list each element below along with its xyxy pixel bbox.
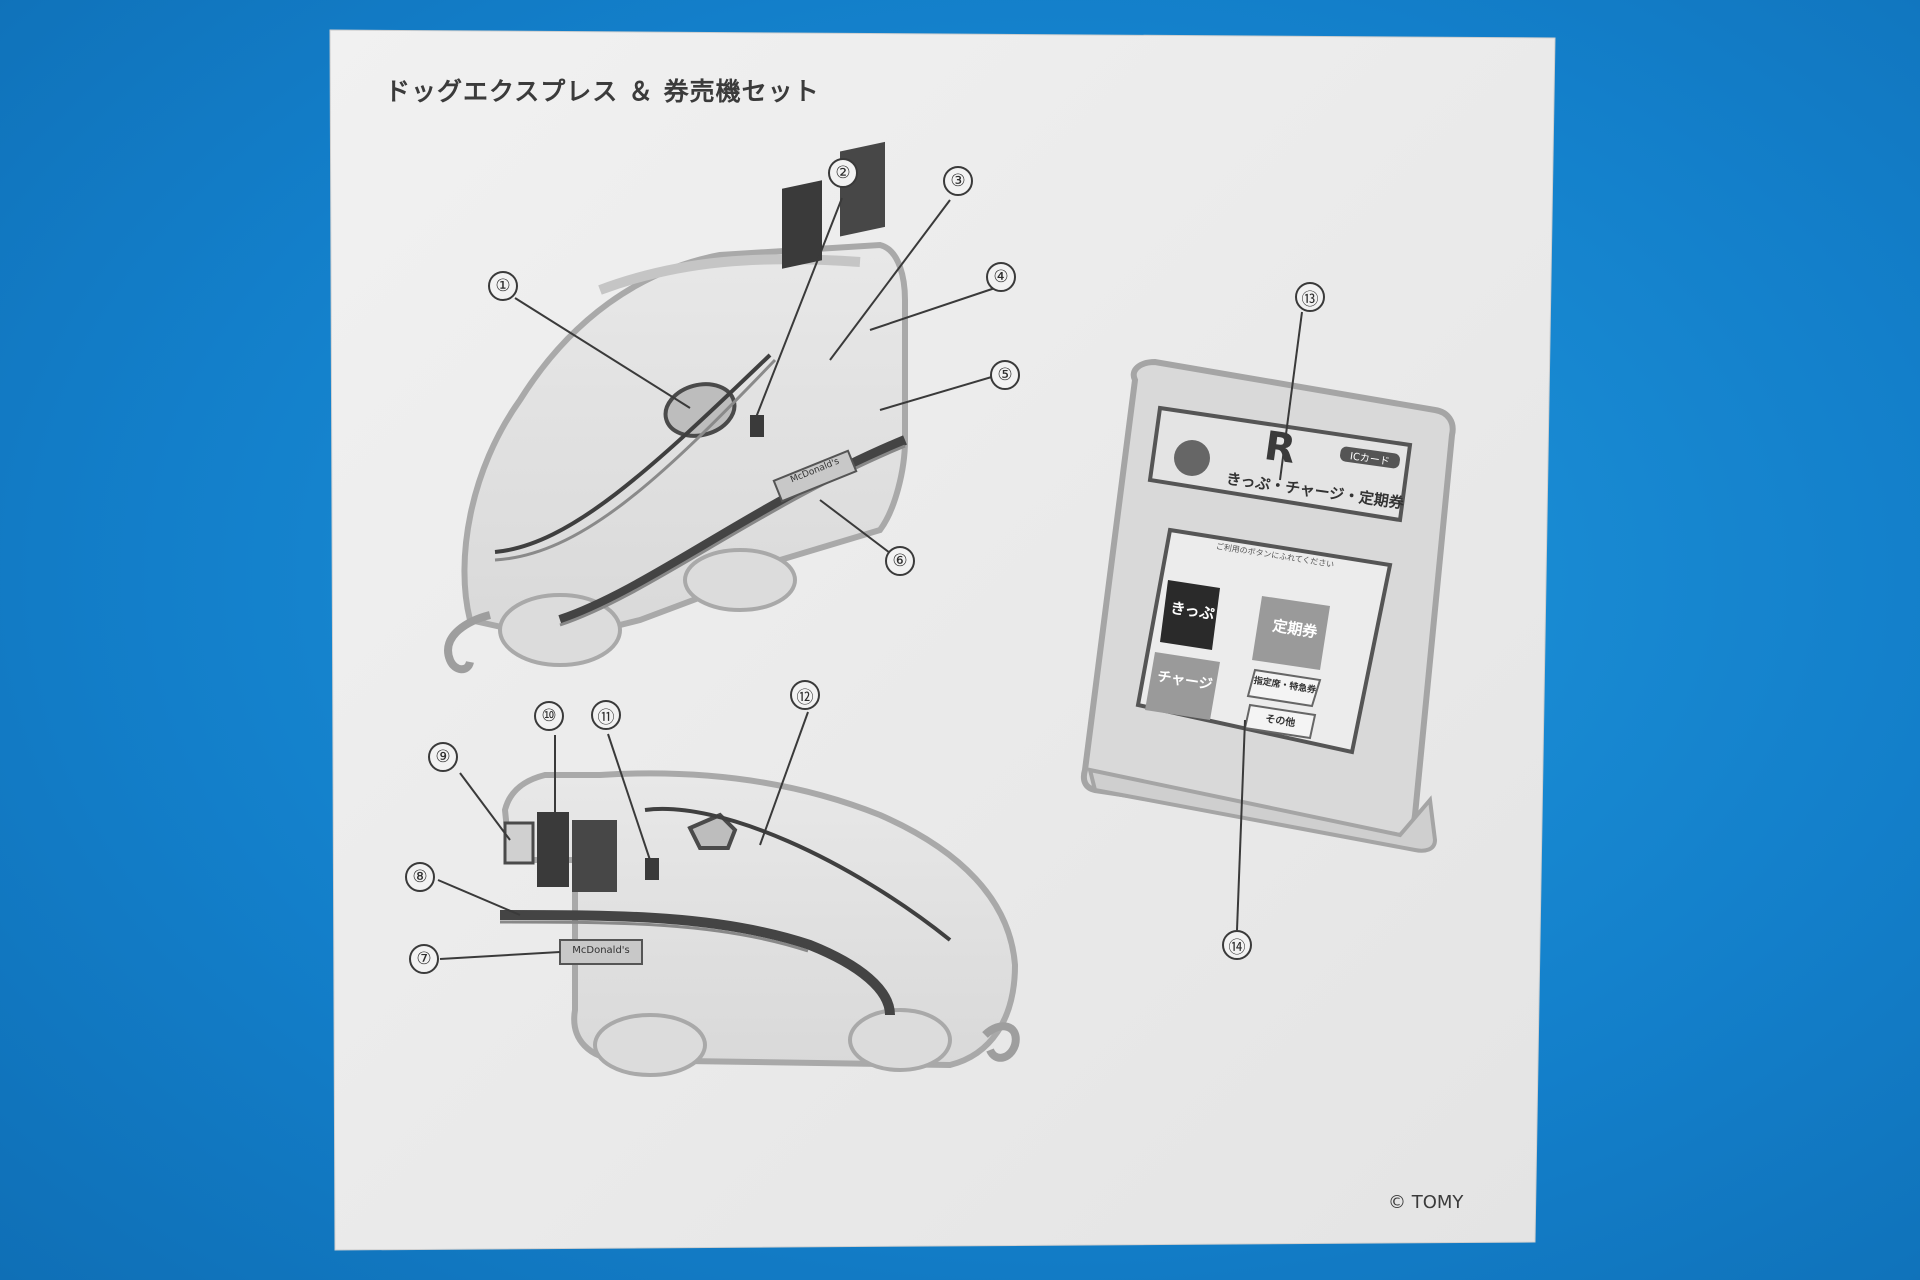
callout-5: ⑤	[990, 360, 1020, 390]
callout-8: ⑧	[405, 862, 435, 892]
callout-1: ①	[488, 271, 518, 301]
callout-10: ⑩	[534, 701, 564, 731]
sheet-title: ドッグエクスプレス ＆ 券売機セット	[385, 77, 820, 106]
callout-11: ⑪	[591, 700, 621, 730]
callout-12: ⑫	[790, 680, 820, 710]
train-bottom-plate: McDonald's	[572, 945, 630, 956]
callout-3: ③	[943, 166, 973, 196]
callout-14: ⑭	[1222, 930, 1252, 960]
ticket-machine-illustration	[1080, 358, 1456, 853]
callout-4: ④	[986, 262, 1016, 292]
callout-7: ⑦	[409, 944, 439, 974]
callout-6: ⑥	[885, 546, 915, 576]
callout-9: ⑨	[428, 742, 458, 772]
train-bottom-illustration	[499, 770, 1020, 1077]
callout-2: ②	[828, 158, 858, 188]
leader-lines	[437, 197, 1303, 960]
train-top-illustration	[444, 141, 908, 674]
callout-13: ⑬	[1295, 282, 1325, 312]
machine-logo: R	[1261, 423, 1299, 473]
copyright-text: © TOMY	[1388, 1192, 1464, 1213]
